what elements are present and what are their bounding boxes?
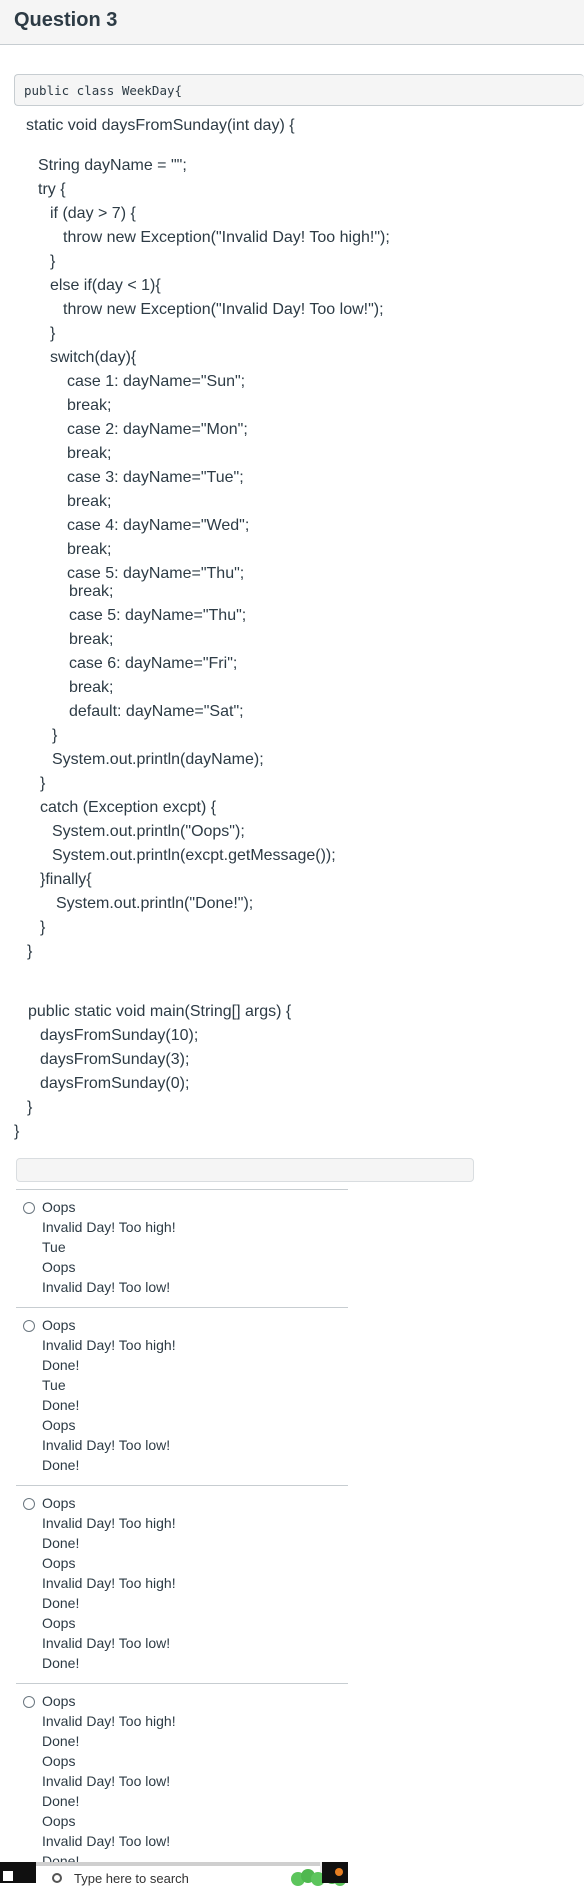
option-line: Invalid Day! Too low!	[42, 1437, 171, 1453]
code-line: break;	[67, 445, 112, 462]
search-icon	[52, 1873, 62, 1883]
code-line: break;	[67, 397, 112, 414]
option-line: Done!	[42, 1457, 80, 1473]
option-line: Invalid Day! Too high!	[42, 1219, 176, 1235]
option-line: Oops	[42, 1555, 76, 1571]
option-line: Done!	[42, 1655, 80, 1671]
code-line: else if(day < 1){	[50, 277, 161, 294]
question-title: Question 3	[14, 9, 118, 31]
code-line: case 6: dayName="Fri";	[69, 655, 238, 672]
code-line: break;	[67, 541, 112, 558]
option-line: Invalid Day! Too low!	[42, 1833, 171, 1849]
code-line: try {	[38, 181, 66, 198]
code-first-line-box: public class WeekDay{	[14, 74, 584, 106]
windows-start-button[interactable]	[0, 1862, 36, 1883]
code-line: System.out.println(dayName);	[52, 751, 264, 768]
option-line: Invalid Day! Too high!	[42, 1515, 176, 1531]
option-line: Oops	[42, 1317, 76, 1333]
code-line: daysFromSunday(10);	[40, 1027, 199, 1044]
option-line: Done!	[42, 1397, 80, 1413]
code-line: catch (Exception excpt) {	[40, 799, 217, 816]
code-line: }	[52, 727, 58, 744]
code-line: }	[40, 775, 46, 792]
code-line: }	[50, 325, 56, 342]
code-line: }	[50, 253, 56, 270]
windows-logo-icon	[3, 1871, 13, 1881]
question-header: Question 3	[0, 0, 584, 45]
option-line: Oops	[42, 1199, 76, 1215]
option-line: Oops	[42, 1693, 76, 1709]
option-line: Oops	[42, 1813, 76, 1829]
option-line: Invalid Day! Too high!	[42, 1337, 176, 1353]
taskbar-search[interactable]: Type here to search	[36, 1862, 346, 1886]
code-line: case 3: dayName="Tue";	[67, 469, 244, 486]
option-line: Oops	[42, 1615, 76, 1631]
taskbar: Type here to search	[0, 1862, 348, 1886]
code-line: throw new Exception("Invalid Day! Too lo…	[63, 301, 384, 318]
code-line: case 4: dayName="Wed";	[67, 517, 250, 534]
code-line: }finally{	[40, 871, 92, 888]
code-line: public static void main(String[] args) {	[28, 1003, 292, 1020]
option-line: Invalid Day! Too high!	[42, 1713, 176, 1729]
code-first-line: public class WeekDay{	[24, 83, 183, 98]
code-line: break;	[69, 583, 114, 600]
code-line: case 2: dayName="Mon";	[67, 421, 248, 438]
option-line: Invalid Day! Too low!	[42, 1773, 171, 1789]
search-placeholder: Type here to search	[74, 1871, 189, 1886]
app-icon	[335, 1868, 343, 1876]
code-line: daysFromSunday(3);	[40, 1051, 190, 1068]
option-line: Invalid Day! Too high!	[42, 1575, 176, 1591]
code-line: System.out.println("Done!");	[56, 895, 254, 912]
option-radio-3[interactable]	[23, 1498, 35, 1510]
option-line: Invalid Day! Too low!	[42, 1635, 171, 1651]
code-line: static void daysFromSunday(int day) {	[26, 117, 295, 134]
code-line: System.out.println(excpt.getMessage());	[52, 847, 336, 864]
code-line: break;	[69, 631, 114, 648]
code-line: case 5: dayName="Thu";	[69, 607, 247, 624]
option-divider	[16, 1683, 348, 1684]
option-line: Oops	[42, 1259, 76, 1275]
taskbar-app-icon[interactable]	[322, 1862, 348, 1883]
code-line: System.out.println("Oops");	[52, 823, 245, 840]
option-divider	[16, 1189, 348, 1190]
option-line: Done!	[42, 1733, 80, 1749]
code-line: break;	[67, 493, 112, 510]
code-line: default: dayName="Sat";	[69, 703, 244, 720]
option-line: Done!	[42, 1357, 80, 1373]
empty-answer-box	[16, 1158, 474, 1182]
option-line: Oops	[42, 1417, 76, 1433]
option-line: Done!	[42, 1793, 80, 1809]
code-line: String dayName = "";	[38, 157, 187, 174]
option-line: Done!	[42, 1595, 80, 1611]
option-radio-2[interactable]	[23, 1320, 35, 1332]
option-line: Tue	[42, 1377, 66, 1393]
code-line: }	[40, 919, 46, 936]
option-line: Done!	[42, 1535, 80, 1551]
code-line: if (day > 7) {	[50, 205, 136, 222]
option-divider	[16, 1485, 348, 1486]
option-radio-4[interactable]	[23, 1696, 35, 1708]
code-line: break;	[69, 679, 114, 696]
code-line: }	[14, 1123, 20, 1140]
option-line: Tue	[42, 1239, 66, 1255]
option-radio-1[interactable]	[23, 1202, 35, 1214]
code-line: throw new Exception("Invalid Day! Too hi…	[63, 229, 390, 246]
code-line: switch(day){	[50, 349, 137, 366]
option-divider	[16, 1307, 348, 1308]
code-line: case 1: dayName="Sun";	[67, 373, 246, 390]
option-line: Invalid Day! Too low!	[42, 1279, 171, 1295]
code-line: }	[27, 1099, 33, 1116]
option-line: Oops	[42, 1753, 76, 1769]
option-line: Oops	[42, 1495, 76, 1511]
code-line: daysFromSunday(0);	[40, 1075, 190, 1092]
code-line: }	[27, 943, 33, 960]
code-line: case 5: dayName="Thu";	[67, 565, 245, 582]
